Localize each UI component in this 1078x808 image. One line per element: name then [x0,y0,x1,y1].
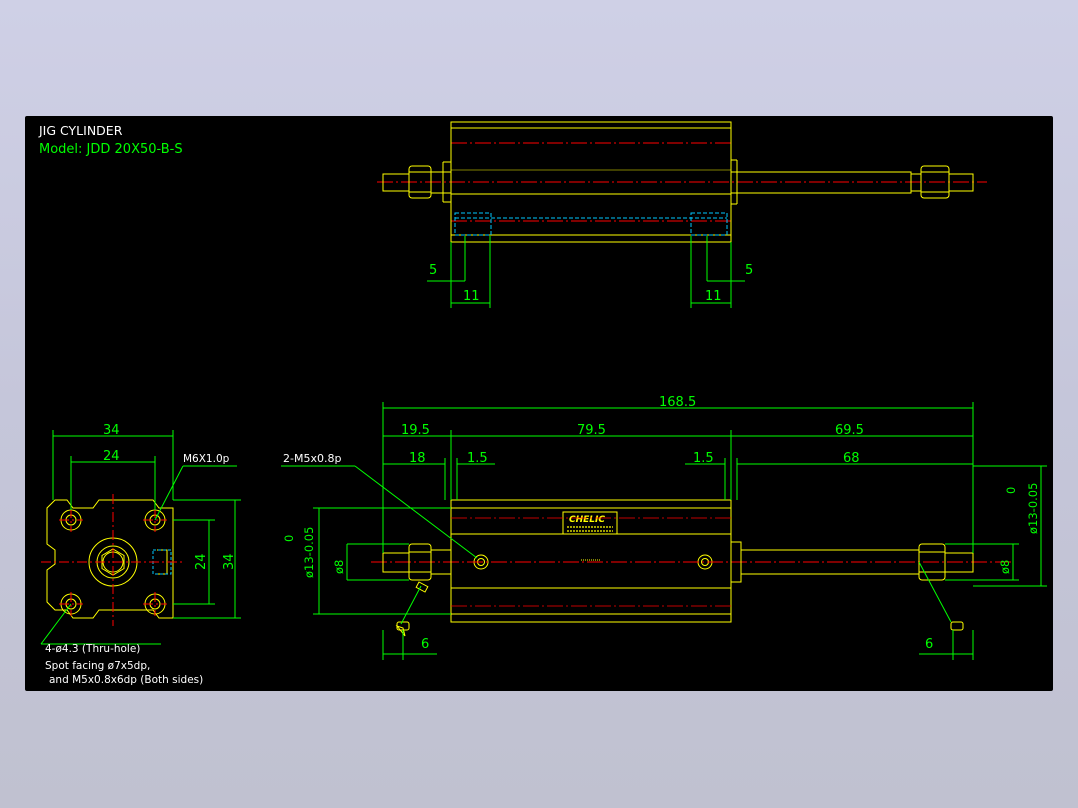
spot-facing-note: Spot facing ø7x5dp, [45,660,150,672]
dim-right-offset: 69.5 [835,423,864,438]
drawing-viewport[interactable]: JIG CYLINDER Model: JDD 20X50-B-S [25,116,1053,691]
dim-left-offset: 19.5 [401,423,430,438]
side-right-thread [944,552,974,573]
dim-bottom-right-6: 6 [925,637,933,652]
fittings [395,581,964,637]
dim-end-width-24: 24 [103,449,120,464]
dim-left-gap: 1.5 [467,451,488,466]
model-label: Model: JDD 20X50-B-S [39,142,183,157]
dim-overall-length: 168.5 [659,395,696,410]
brand-label: CHELIC [569,515,605,525]
thread-callout: M6X1.0p [183,453,230,465]
dim-right-gap: 1.5 [693,451,714,466]
right-rod-thread [948,173,974,192]
dim-body-length: 79.5 [577,423,606,438]
dim-top-left-5: 5 [429,263,437,278]
dim-end-height-24: 24 [194,553,209,570]
tol-left-lower: ø13-0.05 [302,527,316,578]
side-view: CHELIC [281,395,1047,660]
dim-top-right-5: 5 [745,263,753,278]
cad-drawing: JIG CYLINDER Model: JDD 20X50-B-S [38,121,1047,686]
tol-right-upper: 0 [1004,487,1018,494]
dim-end-height-34: 34 [222,553,237,570]
dim-top-left-11: 11 [463,289,480,304]
dim-end-width-34: 34 [103,423,120,438]
dim-bottom-left-6: 6 [421,637,429,652]
dim-right-rod: 68 [843,451,860,466]
rod-dia-left: ø8 [332,560,346,574]
spot-facing-note-2: and M5x0.8x6dp (Both sides) [49,674,203,686]
tol-left-upper: 0 [282,535,296,542]
rod-dia-right: ø8 [998,560,1012,574]
hidden-bore [454,212,492,236]
hidden-bore [690,212,728,236]
hole-callout: 4-ø4.3 (Thru-hole) [45,643,140,655]
nameplate [562,511,618,535]
end-body-outline [46,499,174,619]
end-view: 34 24 24 34 M6X1.0p 4-ø4.3 (Thru-hole) S… [40,423,241,686]
dim-left-rod: 18 [409,451,426,466]
port-callout: 2-M5x0.8p [283,452,341,465]
tol-right-lower: ø13-0.05 [1026,483,1040,534]
top-view: 5 11 5 11 [377,121,987,308]
dim-top-right-11: 11 [705,289,722,304]
drawing-title: JIG CYLINDER [38,123,123,138]
